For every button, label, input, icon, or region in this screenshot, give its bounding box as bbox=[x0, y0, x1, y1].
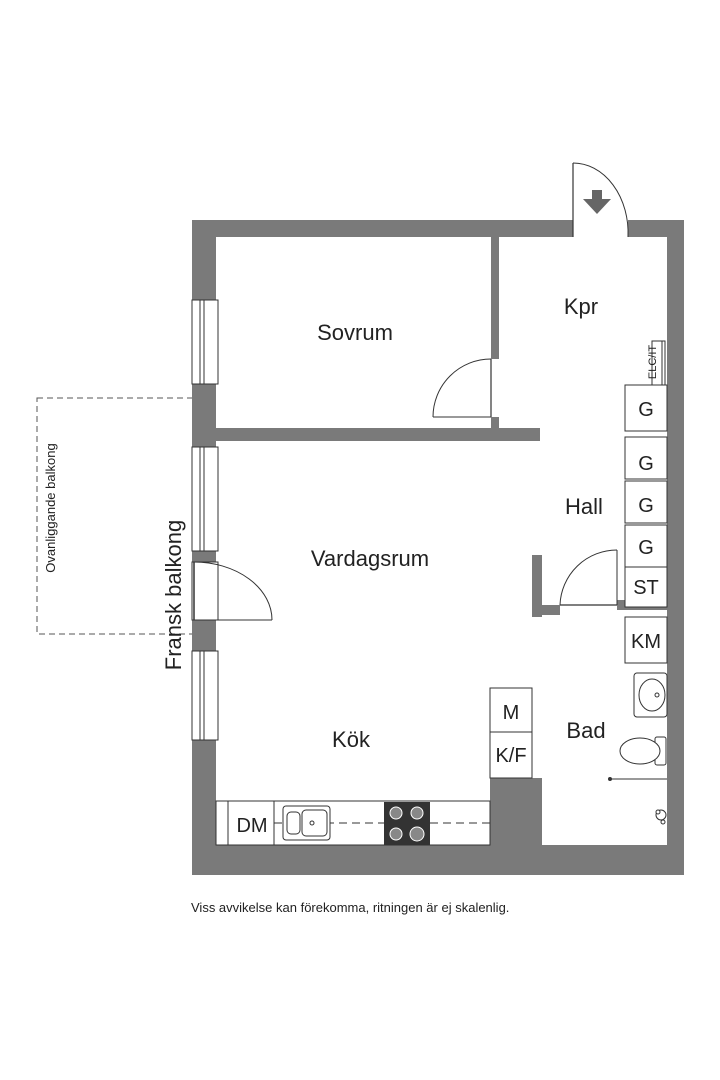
window-bedroom bbox=[191, 299, 219, 385]
shower bbox=[608, 777, 667, 825]
room-label-kok: Kök bbox=[332, 727, 371, 752]
room-label-hall: Hall bbox=[565, 494, 603, 519]
wardrobe-label-3: G bbox=[638, 495, 654, 517]
exterior-walls bbox=[192, 220, 684, 875]
elc-it-label: ELC/IT bbox=[647, 345, 659, 380]
fridge-freezer-label: K/F bbox=[495, 745, 526, 767]
wardrobe-label-1: G bbox=[638, 399, 654, 421]
entrance-arrow-icon bbox=[583, 190, 611, 214]
toilet bbox=[619, 736, 667, 766]
bedroom-door bbox=[432, 358, 492, 418]
french-balcony-label: Fransk balkong bbox=[161, 520, 186, 670]
french-balcony-door bbox=[191, 561, 273, 621]
microwave-label: M bbox=[503, 702, 520, 724]
room-label-kpr: Kpr bbox=[564, 294, 598, 319]
storage-label: ST bbox=[633, 577, 659, 599]
stove bbox=[384, 802, 430, 845]
interior-walls bbox=[216, 237, 667, 848]
room-label-sovrum: Sovrum bbox=[317, 320, 393, 345]
dishwasher-label: DM bbox=[236, 815, 267, 837]
bathroom-washbasin bbox=[633, 672, 668, 718]
window-kitchen bbox=[191, 650, 219, 741]
bathroom-door bbox=[559, 549, 618, 606]
wardrobe-label-2: G bbox=[638, 453, 654, 475]
kitchen-counter bbox=[215, 800, 491, 846]
window-living-room bbox=[191, 446, 219, 552]
upper-balcony-label: Ovanliggande balkong bbox=[43, 443, 58, 572]
wardrobe-label-4: G bbox=[638, 537, 654, 559]
kitchen-tall-units bbox=[489, 687, 533, 779]
room-label-vardagsrum: Vardagsrum bbox=[311, 546, 429, 571]
hall-cabinets bbox=[624, 340, 668, 664]
entrance-door bbox=[572, 162, 629, 238]
kitchen-sink bbox=[282, 805, 331, 841]
disclaimer-text: Viss avvikelse kan förekomma, ritningen … bbox=[191, 900, 510, 915]
room-label-bad: Bad bbox=[566, 718, 605, 743]
washer-label: KM bbox=[631, 631, 661, 653]
